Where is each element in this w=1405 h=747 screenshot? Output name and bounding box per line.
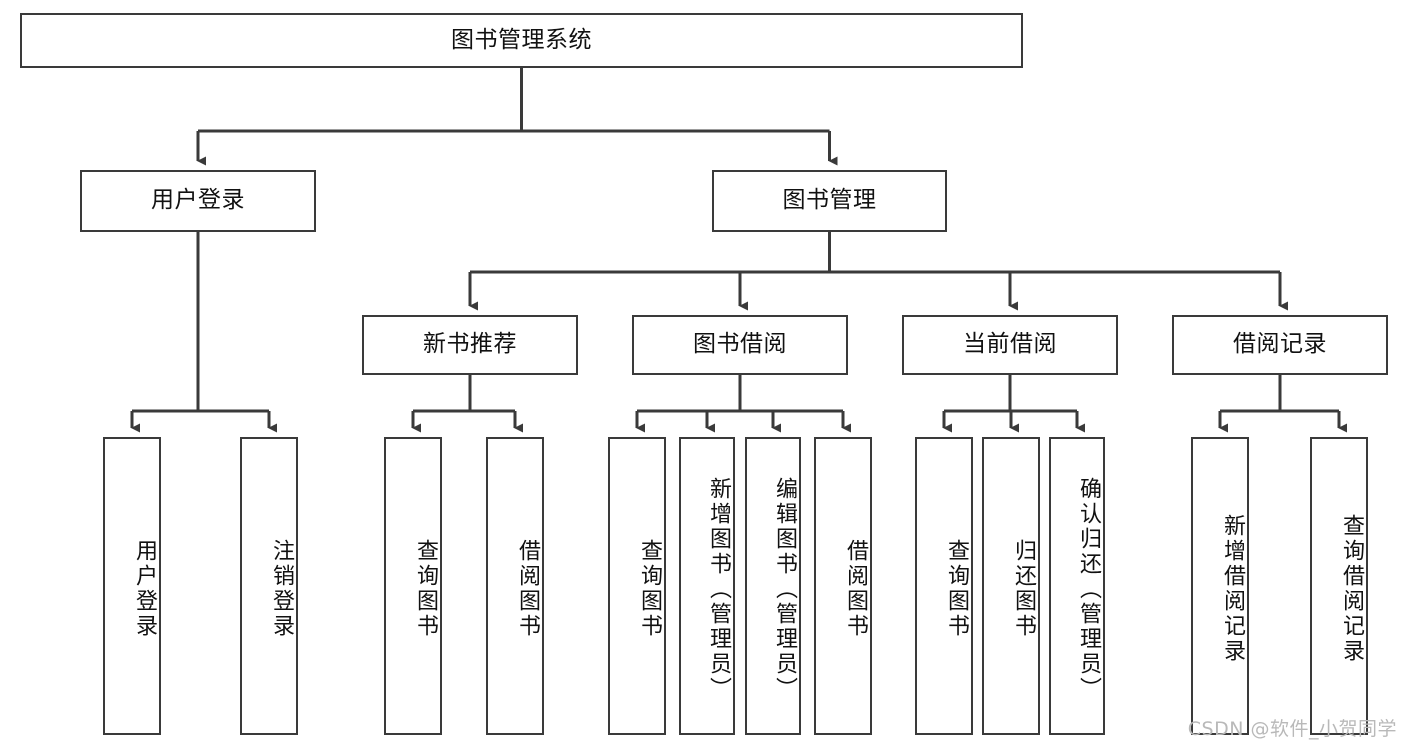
node-root[interactable]: 图书管理系统 (20, 13, 1023, 68)
node-borrow-record[interactable]: 借阅记录 (1172, 315, 1388, 375)
leaf-borrow-book-1[interactable]: 借阅图书 (486, 437, 544, 735)
csdn-watermark: CSDN @软件_小贺同学 (1187, 718, 1397, 740)
leaf-logout[interactable]: 注销登录 (240, 437, 298, 735)
leaf-confirm-return-admin[interactable]: 确认归还（管理员） (1049, 437, 1105, 735)
node-new-book-recommend[interactable]: 新书推荐 (362, 315, 578, 375)
leaf-query-book-2[interactable]: 查询图书 (608, 437, 666, 735)
leaf-edit-book-admin[interactable]: 编辑图书（管理员） (745, 437, 801, 735)
node-book-manage[interactable]: 图书管理 (712, 170, 947, 232)
leaf-add-book-admin[interactable]: 新增图书（管理员） (679, 437, 735, 735)
leaf-return-book[interactable]: 归还图书 (982, 437, 1040, 735)
node-book-borrow[interactable]: 图书借阅 (632, 315, 848, 375)
leaf-query-book-1[interactable]: 查询图书 (384, 437, 442, 735)
leaf-query-book-3[interactable]: 查询图书 (915, 437, 973, 735)
leaf-borrow-book-2[interactable]: 借阅图书 (814, 437, 872, 735)
leaf-query-borrow-record[interactable]: 查询借阅记录 (1310, 437, 1368, 735)
leaf-user-login[interactable]: 用户登录 (103, 437, 161, 735)
leaf-add-borrow-record[interactable]: 新增借阅记录 (1191, 437, 1249, 735)
node-current-borrow[interactable]: 当前借阅 (902, 315, 1118, 375)
node-user-login[interactable]: 用户登录 (80, 170, 316, 232)
